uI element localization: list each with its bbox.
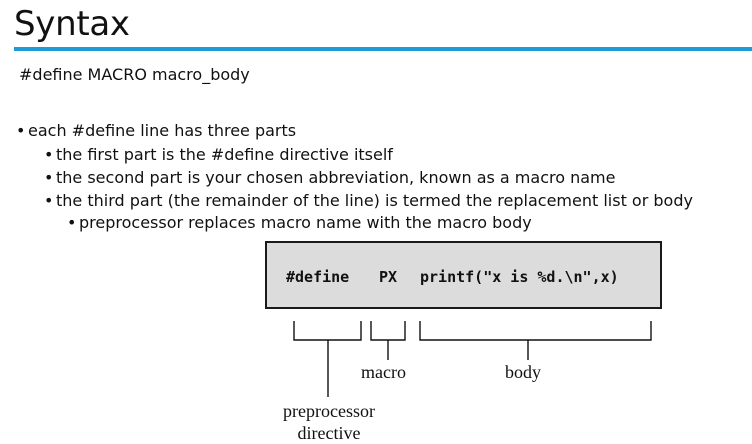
code-macro-body: printf("x is %d.\n",x) — [420, 268, 619, 286]
title-underline — [14, 47, 752, 51]
bullet-text: each #define line has three parts — [28, 121, 297, 140]
slide-title: Syntax — [14, 4, 130, 44]
bullet-text: the first part is the #define directive … — [56, 145, 393, 164]
code-directive: #define — [286, 268, 350, 286]
bullet-glyph: • — [67, 213, 77, 232]
code-example-box: #define PX printf("x is %d.\n",x) — [265, 241, 662, 309]
bullet-item: •the third part (the remainder of the li… — [44, 190, 693, 212]
bullet-glyph: • — [16, 121, 26, 140]
bullet-item: •the second part is your chosen abbrevia… — [44, 167, 615, 189]
directive-label-line2: directive — [297, 423, 361, 443]
bullet-glyph: • — [44, 191, 54, 210]
body-label: body — [505, 362, 541, 382]
bullet-glyph: • — [44, 168, 54, 187]
syntax-definition: #define MACRO macro_body — [19, 65, 250, 84]
bullet-glyph: • — [44, 145, 54, 164]
directive-label-line1: preprocessor — [283, 401, 375, 421]
bullet-item: •each #define line has three parts — [16, 120, 296, 142]
bullet-text: the second part is your chosen abbreviat… — [56, 168, 616, 187]
bullet-text: the third part (the remainder of the lin… — [56, 191, 693, 210]
body-bracket — [419, 321, 652, 341]
macro-label: macro — [361, 362, 406, 382]
bullet-text: preprocessor replaces macro name with th… — [79, 213, 532, 232]
macro-bracket — [370, 321, 406, 341]
bullet-item: •preprocessor replaces macro name with t… — [67, 212, 532, 234]
code-macro-name: PX — [379, 268, 398, 286]
directive-bracket — [293, 321, 362, 341]
bullet-item: •the first part is the #define directive… — [44, 144, 393, 166]
